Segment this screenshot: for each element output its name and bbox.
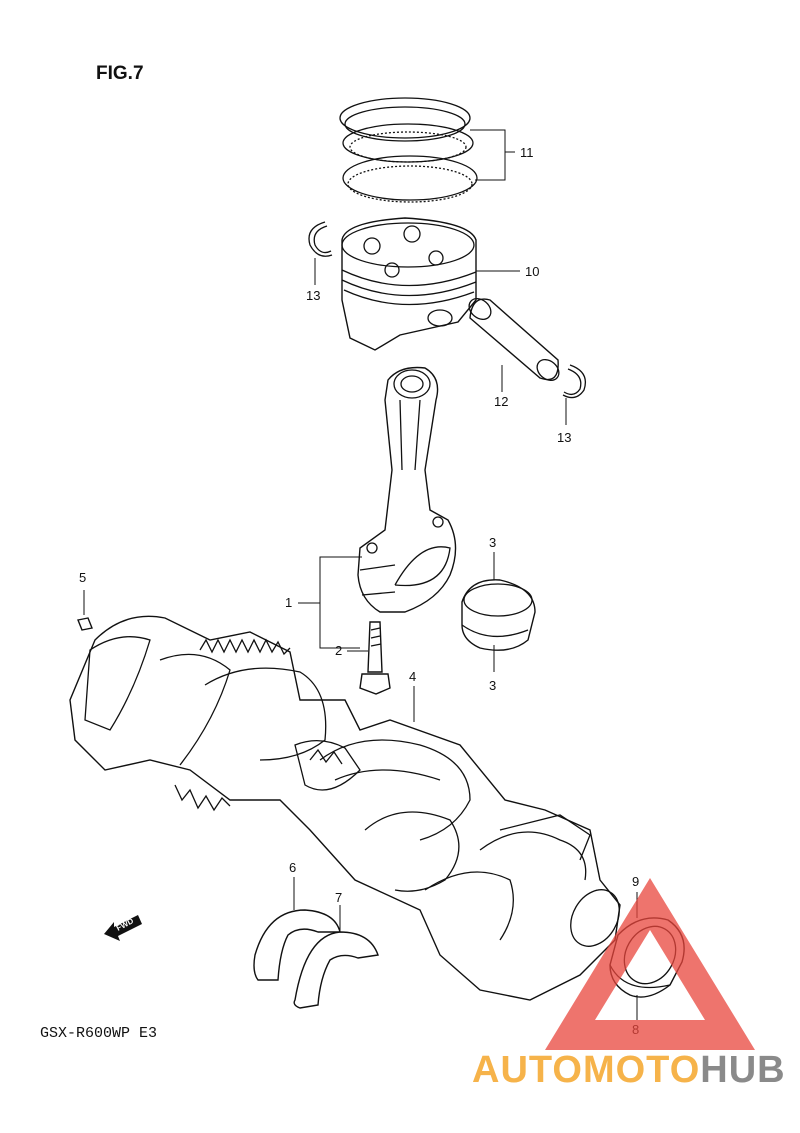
forward-arrow-icon: FWD — [104, 915, 142, 941]
watermark-text: AUTOMOTOHUB — [472, 1049, 786, 1091]
callout-3-top: 3 — [489, 535, 496, 550]
callout-2: 2 — [335, 643, 342, 658]
piston-icon — [341, 217, 477, 351]
circlip-icon — [308, 221, 333, 257]
piston-pin-icon — [468, 298, 560, 381]
callout-7: 7 — [335, 890, 342, 905]
figure-title: FIG.7 — [96, 63, 144, 84]
callout-12: 12 — [494, 394, 508, 409]
connecting-rod-icon — [357, 366, 457, 613]
callout-11: 11 — [520, 145, 534, 160]
callout-3-bottom: 3 — [489, 678, 496, 693]
callout-10: 10 — [525, 264, 539, 279]
dowel-pin-icon — [77, 617, 93, 631]
watermark-logo — [545, 878, 755, 1050]
callout-9: 9 — [632, 874, 639, 889]
callout-13-right: 13 — [557, 430, 571, 445]
callout-1: 1 — [285, 595, 292, 610]
bolt-icon — [359, 621, 391, 695]
model-code: GSX-R600WP E3 — [40, 1025, 157, 1042]
callout-6: 6 — [289, 860, 296, 875]
circlip-icon — [562, 364, 587, 399]
callout-5: 5 — [79, 570, 86, 585]
bearing-icon — [461, 579, 536, 651]
crankshaft-icon — [69, 615, 621, 1001]
callout-13-left: 13 — [306, 288, 320, 303]
thrust-washer-icon — [253, 909, 379, 1009]
callout-4: 4 — [409, 669, 416, 684]
piston-ring-icon — [339, 97, 478, 203]
